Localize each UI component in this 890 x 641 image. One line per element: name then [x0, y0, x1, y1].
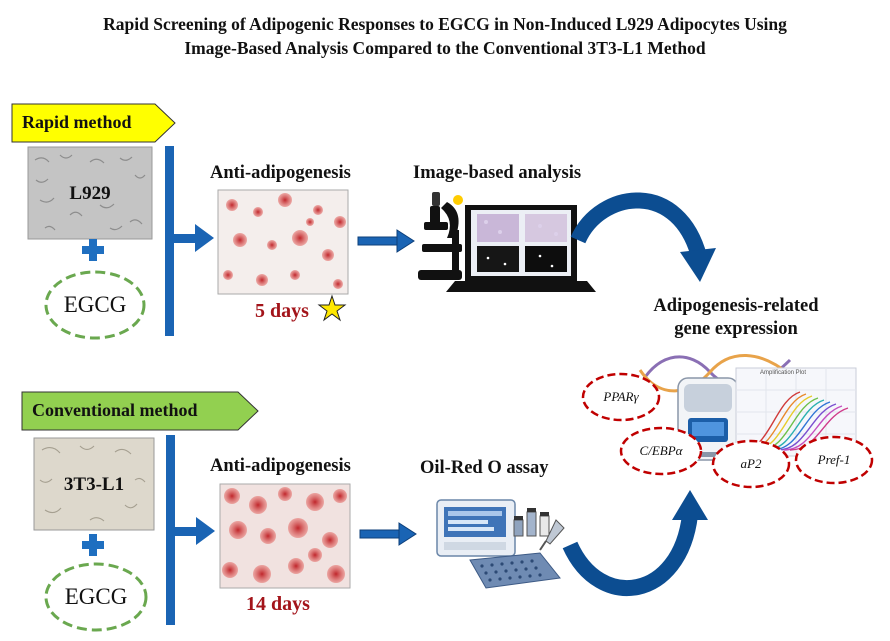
- arrow-to-oil-red-o: [359, 522, 417, 546]
- vials-icon: [513, 508, 550, 537]
- gene-pref1: Pref-1: [817, 452, 851, 467]
- gene-cebpa: C/EBPα: [639, 443, 683, 458]
- 3t3-l1-micrograph: [33, 437, 155, 531]
- rapid-days: 5 days: [255, 300, 309, 322]
- rapid-method-tag: Rapid method: [22, 112, 132, 132]
- curved-arrow-top-head: [680, 248, 716, 282]
- rapid-stain-spots: [223, 193, 346, 289]
- gene-expression-title-line-2: gene expression: [674, 319, 798, 339]
- egcg-ellipse-conventional: [44, 562, 148, 632]
- laptop-icon: [446, 205, 596, 292]
- plus-icon-rapid: [82, 239, 104, 261]
- pipette-icon: [539, 519, 565, 551]
- gene-ap2: aP2: [740, 456, 762, 471]
- egcg-ellipse-rapid: [44, 270, 146, 340]
- curved-arrow-bottom-head: [672, 490, 708, 520]
- gene-ellipse-pref1: [794, 435, 874, 485]
- l929-label: L929: [69, 183, 111, 204]
- plate-reader-icon: [436, 499, 516, 557]
- plus-icon-conventional: [82, 534, 104, 556]
- curved-arrow-top: [570, 192, 708, 263]
- title-line-2: Image-Based Analysis Compared to the Con…: [184, 38, 706, 58]
- conventional-method-tag-shape: [21, 391, 259, 431]
- well-plate-icon: [469, 552, 561, 589]
- gene-ellipse-cebpa: [619, 426, 703, 476]
- conventional-days: 14 days: [246, 593, 310, 615]
- image-based-analysis-label: Image-based analysis: [413, 163, 582, 183]
- title-line-1: Rapid Screening of Adipogenic Responses …: [103, 14, 787, 34]
- gene-expression-title-line-1: Adipogenesis-related: [653, 296, 819, 316]
- conventional-method-tag: Conventional method: [32, 400, 198, 420]
- curved-arrow-bottom: [562, 513, 698, 597]
- 3t3-cells: [39, 445, 146, 522]
- star-icon: [317, 294, 347, 322]
- oil-red-o-assay-label: Oil-Red O assay: [420, 458, 549, 478]
- l929-micrograph: [27, 146, 153, 240]
- arrow-to-image-analysis: [357, 229, 415, 253]
- rapid-method-tag-shape: [11, 103, 176, 143]
- conventional-stain-spots: [222, 487, 347, 583]
- l929-cells: [34, 154, 146, 231]
- egcg-label-conventional: EGCG: [64, 584, 128, 609]
- conventional-bracket: [166, 435, 215, 625]
- gene-ellipse-ap2: [711, 439, 791, 489]
- egcg-label-rapid: EGCG: [63, 292, 127, 317]
- conventional-step-anti-adipogenesis: Anti-adipogenesis: [210, 456, 351, 476]
- amplification-plot-title: Amplification Plot: [760, 370, 807, 376]
- rapid-step-anti-adipogenesis: Anti-adipogenesis: [210, 163, 351, 183]
- 3t3-l1-label: 3T3-L1: [63, 474, 125, 495]
- gene-ellipse-pparg: [581, 372, 661, 422]
- microscope-icon: [418, 192, 463, 280]
- rapid-bracket: [165, 146, 214, 336]
- gene-pparg: PPARγ: [603, 389, 639, 404]
